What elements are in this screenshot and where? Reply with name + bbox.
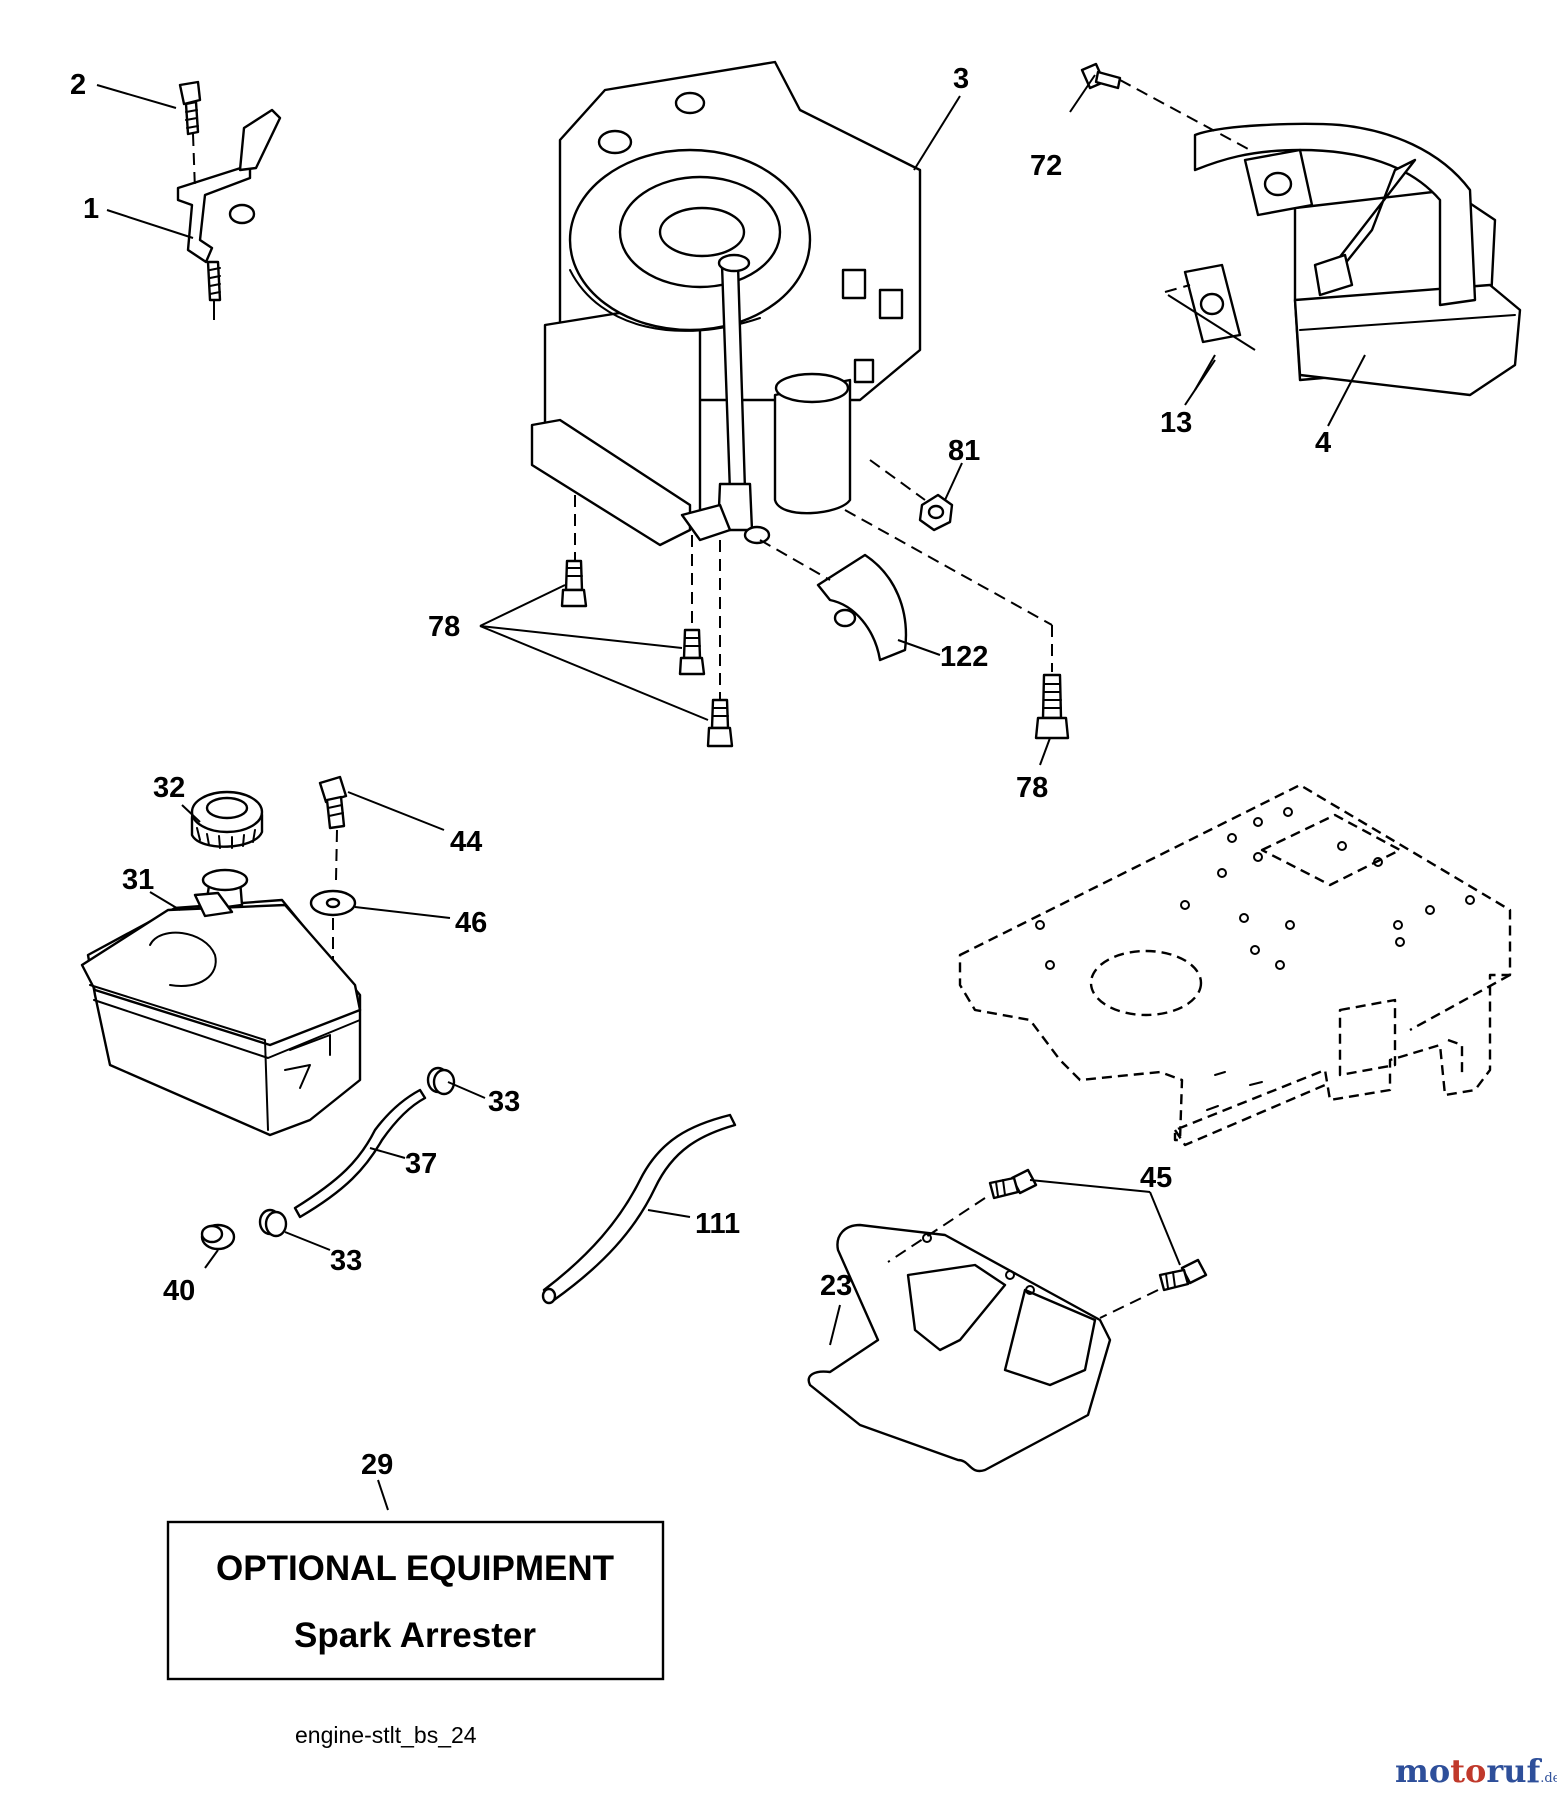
- engine-part: [530, 60, 922, 547]
- bolt-part-lower: [706, 698, 734, 748]
- figure-id: engine-stlt_bs_24: [295, 1722, 477, 1748]
- callout-46: 46: [455, 907, 487, 939]
- shield-part: [816, 553, 908, 662]
- callout-29: 29: [361, 1449, 393, 1481]
- callout-40: 40: [163, 1275, 195, 1307]
- shield-bolt-part-upper: [988, 1168, 1038, 1200]
- callout-23: 23: [820, 1270, 852, 1302]
- callout-33-lower: 33: [330, 1245, 362, 1277]
- nut-part: [918, 493, 954, 532]
- callout-78-right: 78: [1016, 772, 1048, 804]
- fuel-tank-part: [80, 868, 362, 1137]
- callout-37: 37: [405, 1148, 437, 1180]
- watermark-suffix: .de: [1540, 1771, 1557, 1786]
- watermark-to: to: [1450, 1752, 1487, 1790]
- hose-clamp-part-upper: [426, 1066, 456, 1096]
- tractor-frame: [958, 783, 1512, 1147]
- callout-72: 72: [1030, 150, 1062, 182]
- assembly-lines-engine: [574, 79, 1251, 700]
- fuel-line-part: [293, 1088, 427, 1219]
- bolt-part-left: [560, 559, 588, 608]
- muffler-part: [1193, 122, 1522, 397]
- callout-31: 31: [122, 864, 154, 896]
- callout-labels: 1 2 3 72 13 4 81 78 122 78 32 44 31 46 3…: [70, 63, 1331, 1481]
- optional-equipment-subtitle: Spark Arrester: [294, 1616, 536, 1655]
- tank-screw-part: [318, 775, 348, 881]
- fuel-cap-part: [190, 790, 264, 849]
- optional-equipment-title: OPTIONAL EQUIPMENT: [216, 1549, 614, 1588]
- exhaust-gasket-part: [1167, 263, 1256, 351]
- throttle-screw-part: [178, 80, 202, 191]
- leader-lines: [96, 74, 1366, 1511]
- callout-122: 122: [940, 641, 988, 673]
- callout-33-upper: 33: [488, 1086, 520, 1118]
- bushing-part: [200, 1223, 236, 1251]
- callout-32: 32: [153, 772, 185, 804]
- hose-part: [541, 1113, 737, 1305]
- callout-45: 45: [1140, 1162, 1172, 1194]
- callout-13: 13: [1160, 407, 1192, 439]
- callout-1: 1: [83, 193, 99, 225]
- callout-3: 3: [953, 63, 969, 95]
- callout-44: 44: [450, 826, 482, 858]
- bolt-part-middle: [678, 628, 706, 676]
- hose-clamp-part-lower: [258, 1208, 288, 1238]
- shield-bolt-part-lower: [1158, 1258, 1208, 1292]
- callout-78-left: 78: [428, 611, 460, 643]
- callout-111: 111: [695, 1208, 740, 1240]
- callout-2: 2: [70, 69, 86, 101]
- watermark-ruf: ruf: [1486, 1752, 1541, 1790]
- callout-4: 4: [1315, 427, 1331, 459]
- bolt-part-right: [1034, 673, 1070, 740]
- heat-shield-part: [807, 1223, 1112, 1473]
- exhaust-screw-part: [1080, 62, 1122, 90]
- optional-equipment-box: OPTIONAL EQUIPMENT Spark Arrester: [166, 1520, 665, 1681]
- throttle-control-part: [176, 108, 282, 320]
- watermark-logo: motoruf motoruf.de: [1395, 1752, 1557, 1794]
- frame-holes: [1035, 807, 1475, 970]
- watermark-mo: mo: [1395, 1752, 1451, 1790]
- callout-81: 81: [948, 435, 980, 467]
